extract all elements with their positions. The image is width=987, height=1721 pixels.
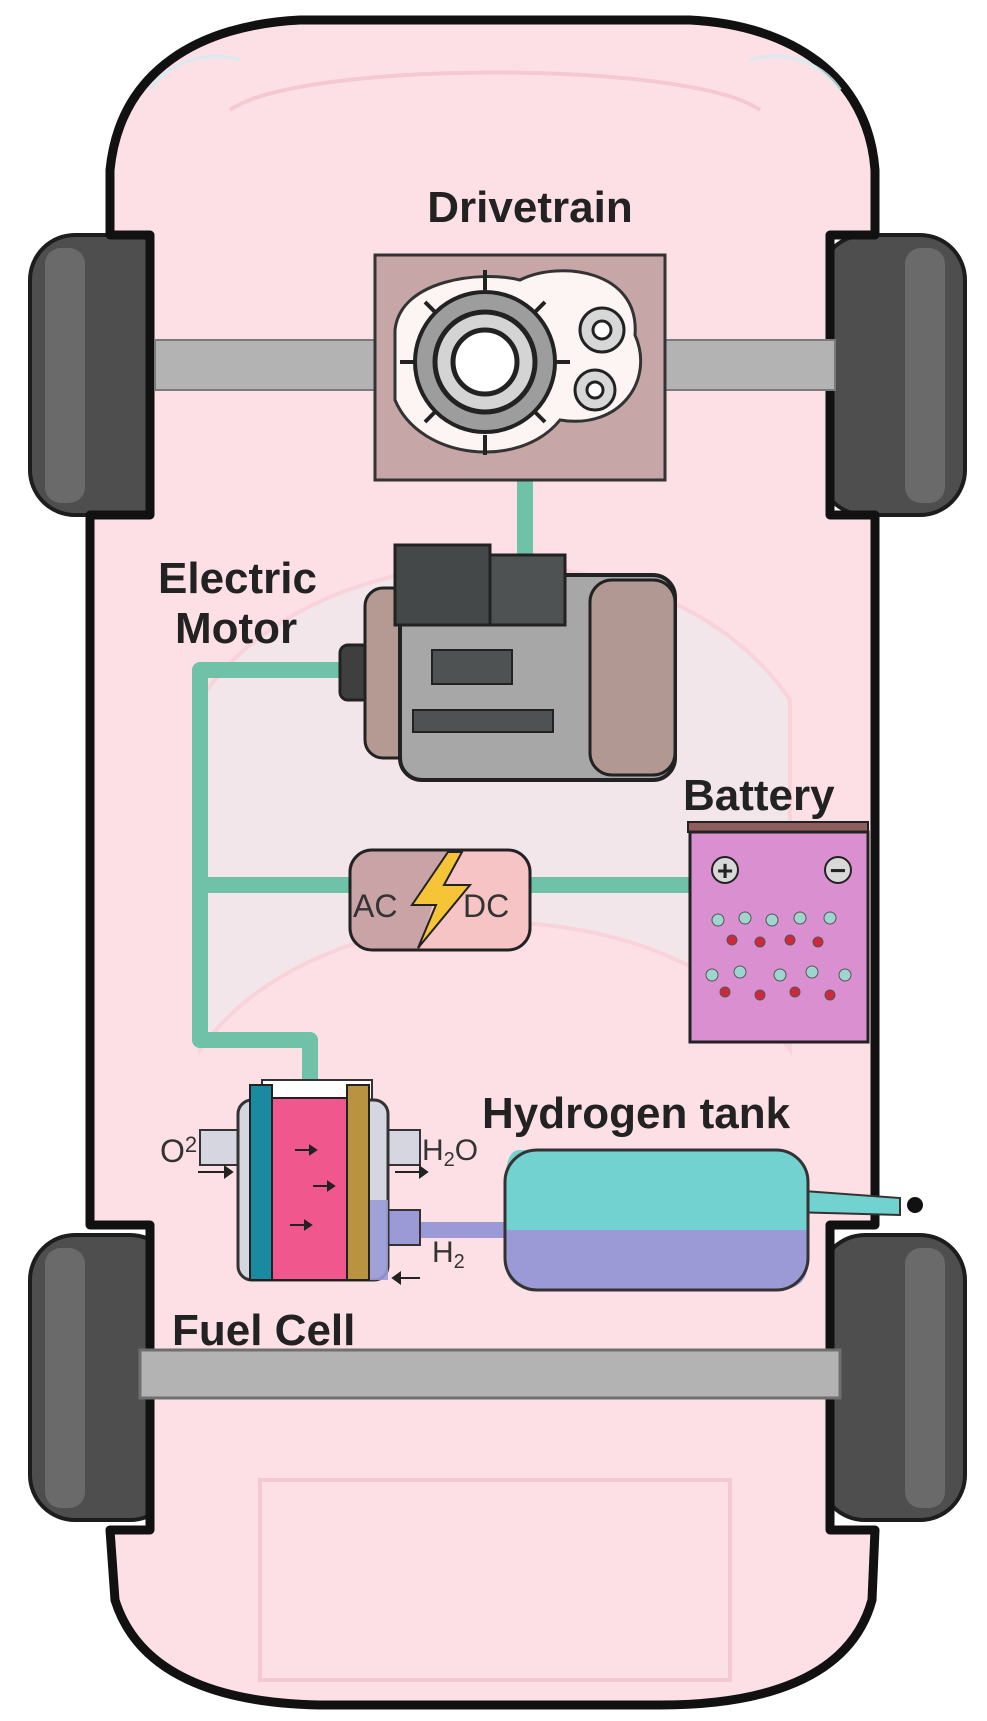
anode-layer (249, 1084, 273, 1281)
cathode-layer (346, 1084, 370, 1281)
tank-body-bottom (505, 1230, 808, 1290)
o2-label: O2 (160, 1132, 197, 1169)
drivetrain-label: Drivetrain (427, 183, 632, 232)
wheels (28, 233, 967, 1522)
wire-motor-fuelcell (192, 662, 340, 1100)
ac-dc-converter: AC DC (348, 848, 532, 952)
electric-motor (338, 543, 677, 782)
battery-label: Battery (683, 771, 835, 820)
electric-motor-label-line2: Motor (175, 604, 297, 653)
large-gear (400, 270, 570, 455)
small-gears (573, 306, 626, 412)
hydrogen-tank (420, 1148, 923, 1292)
wires (192, 470, 690, 1100)
fuel-cell-label: Fuel Cell (172, 1306, 355, 1355)
drivetrain (373, 253, 667, 482)
tank-body-top (505, 1150, 808, 1230)
lightning-bolt-icon (410, 851, 473, 949)
battery: + − (687, 821, 870, 1044)
battery-ions (705, 911, 852, 1001)
h2-label: H2 (432, 1236, 465, 1273)
hydrogen-tank-label: Hydrogen tank (482, 1089, 791, 1138)
battery-plus-sign: + (717, 855, 733, 886)
battery-minus-sign: − (830, 855, 846, 886)
converter-dc-label: DC (463, 888, 509, 924)
electrolyte-layer (271, 1097, 348, 1281)
battery-positive-terminal (711, 856, 739, 884)
electric-motor-label-line1: Electric (158, 554, 317, 603)
battery-negative-terminal (824, 856, 852, 884)
converter-ac-label: AC (353, 888, 397, 924)
rear-axle (138, 1348, 842, 1400)
h2o-label: H2O (422, 1134, 478, 1171)
fuel-cell: O2 H2O H2 (160, 1079, 478, 1285)
